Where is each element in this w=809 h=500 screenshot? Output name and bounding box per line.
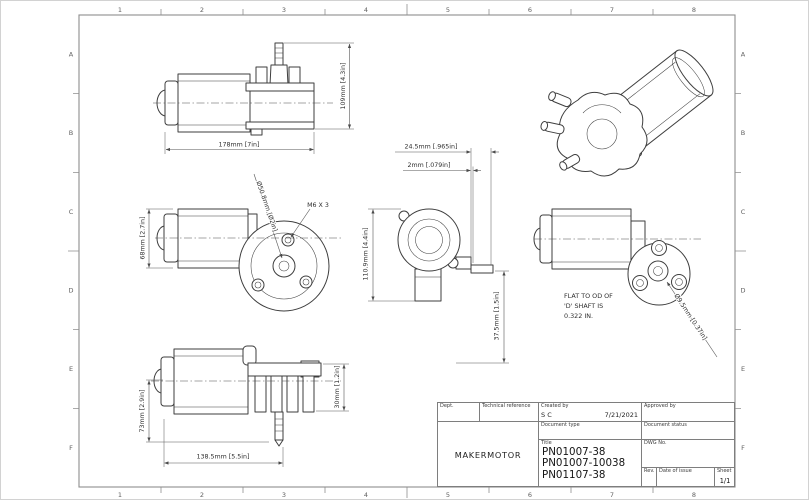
zone-col-label: 8 — [692, 491, 696, 499]
dim-b-label: 2mm [.079in] — [408, 162, 451, 169]
flat-note-line3: 0.322 IN. — [564, 312, 593, 320]
flat-note-line2: 'D' SHAFT IS — [564, 302, 603, 310]
part-number: PN01007-38 — [542, 445, 606, 458]
created-by-label: Created by — [541, 403, 569, 409]
title-block-sheet-cell: Sheet 1/1 — [715, 468, 735, 487]
company-name: MAKERMOTOR — [454, 449, 522, 460]
zone-col-label: 1 — [118, 6, 122, 14]
zone-labels: 1 2 3 4 5 6 7 8 1 2 3 4 5 6 7 8 A B C D … — [68, 6, 745, 499]
title-block-document-type-cell: Document type — [539, 422, 642, 440]
zone-col-label: 5 — [446, 491, 450, 499]
flat-note-line1: FLAT TO OD OF — [564, 292, 613, 300]
title-block-approved-by-cell: Approved by — [642, 403, 735, 422]
title-label: Title — [541, 440, 552, 446]
dim-shaft-label: 37.5mm [1.5in] — [494, 292, 501, 341]
part-number: PN01007-10038 — [542, 457, 626, 470]
view-side-mid: 68mm [2.7in] Ø50.8mm [Ø2in] M6 X 3 — [139, 173, 341, 312]
date-of-issue-label: Date of issue — [659, 468, 692, 474]
rev-label: Rev. — [644, 468, 655, 474]
document-type-label: Document type — [541, 422, 580, 428]
dim-height-label: 110.9mm [4.4in] — [363, 228, 370, 281]
dim-gear-height-label: 30mm [1.2in] — [334, 366, 341, 409]
zone-row-label: B — [741, 129, 745, 137]
zone-col-label: 3 — [282, 6, 286, 14]
view-side-bottom: 73mm [2.9in] 30mm [1.2in] 138.5mm [5.5in… — [138, 345, 349, 467]
dim-body-dia-label: 68mm [2.7in] — [140, 217, 147, 260]
zone-row-label: F — [741, 444, 745, 452]
approved-by-label: Approved by — [644, 403, 676, 409]
zone-col-label: 4 — [364, 6, 368, 14]
zone-col-label: 2 — [200, 491, 204, 499]
title-block-created-by-cell: Created by S C 7/21/2021 — [539, 403, 642, 422]
part-number: PN01107-38 — [542, 469, 606, 482]
zone-row-label: F — [69, 444, 73, 452]
title-block-dwg-cell: DWG No. — [642, 440, 735, 468]
sheet-label: Sheet — [717, 468, 732, 474]
view-side-right: FLAT TO OD OF 'D' SHAFT IS 0.322 IN. Ø9.… — [533, 208, 718, 358]
title-block-technical-reference-cell: Technical reference — [480, 403, 539, 422]
title-block-title-cell: Title PN01007-38 PN01007-10038 PN01107-3… — [539, 440, 642, 487]
document-status-label: Document status — [644, 422, 687, 428]
zone-row-label: D — [68, 287, 73, 295]
technical-reference-label: Technical reference — [482, 403, 531, 409]
title-block-dept-cell: Dept. — [438, 403, 480, 422]
title-block-company-cell: MAKERMOTOR — [438, 422, 539, 487]
view-side-top: 178mm [7in] 109mm [4.3in] — [153, 42, 354, 154]
created-date-value: 7/21/2021 — [604, 410, 638, 419]
dim-length-label: 178mm [7in] — [219, 142, 260, 149]
dept-label: Dept. — [440, 403, 454, 409]
sheet-value: 1/1 — [719, 476, 731, 485]
zone-row-label: D — [740, 287, 745, 295]
zone-row-label: C — [69, 208, 74, 216]
bolt-note-label: M6 X 3 — [307, 202, 329, 209]
view-front-gearbox: 24.5mm [.965in] 2mm [.079in] 110.9mm [4.… — [362, 143, 509, 364]
zone-col-label: 5 — [446, 6, 450, 14]
zone-row-label: B — [69, 129, 73, 137]
zone-col-label: 6 — [528, 6, 532, 14]
zone-col-label: 7 — [610, 491, 614, 499]
dim-height-label: 109mm [4.3in] — [340, 63, 347, 110]
dim-length-label: 138.5mm [5.5in] — [197, 454, 250, 461]
zone-col-label: 3 — [282, 491, 286, 499]
view-isometric — [540, 49, 714, 177]
zone-row-label: E — [741, 365, 745, 373]
zone-row-label: E — [69, 365, 73, 373]
title-block-document-status-cell: Document status — [642, 422, 735, 440]
dim-height-label: 73mm [2.9in] — [139, 390, 146, 433]
title-block-rev-cell: Rev. — [642, 468, 657, 487]
title-block-date-of-issue-cell: Date of issue — [657, 468, 715, 487]
zone-row-label: A — [741, 51, 746, 59]
zone-col-label: 6 — [528, 491, 532, 499]
zone-col-label: 8 — [692, 6, 696, 14]
created-by-value: S C — [541, 410, 552, 419]
zone-row-label: C — [741, 208, 746, 216]
zone-col-label: 4 — [364, 491, 368, 499]
zone-row-label: A — [69, 51, 74, 59]
zone-col-label: 7 — [610, 6, 614, 14]
dim-shaft-dia-label: Ø9.5mm [0.37in] — [672, 292, 708, 341]
title-block: Dept. Technical reference Created by S C… — [437, 402, 735, 487]
zone-col-label: 2 — [200, 6, 204, 14]
zone-col-label: 1 — [118, 491, 122, 499]
dim-a-label: 24.5mm [.965in] — [405, 144, 458, 151]
drawing-frame — [68, 4, 746, 498]
dwg-no-label: DWG No. — [644, 440, 667, 446]
